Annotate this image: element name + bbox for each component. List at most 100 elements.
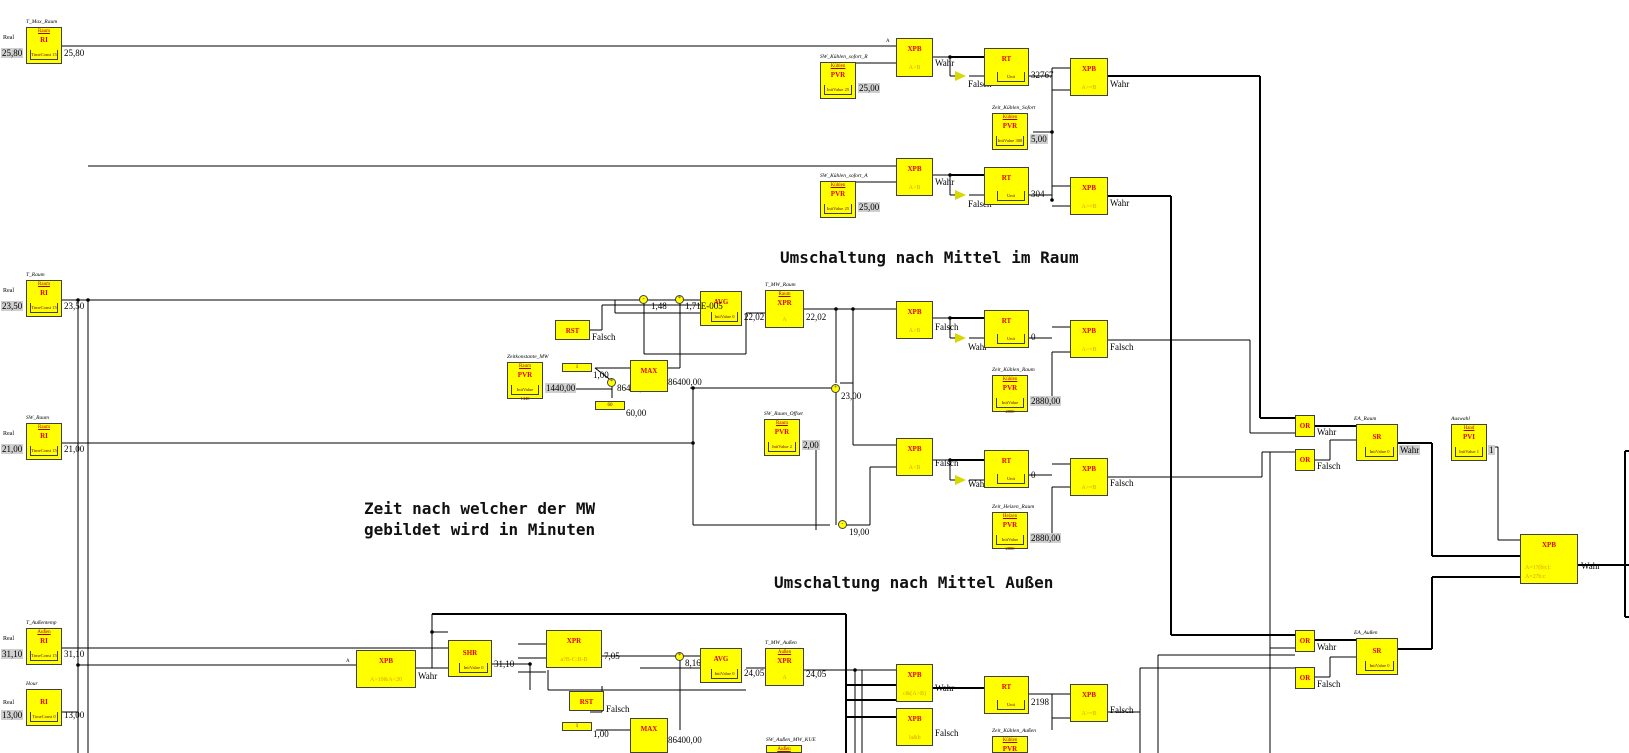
- t-aussentemp-label: T_Außentemp: [26, 620, 57, 626]
- xpr-aussen-out: 7,05: [604, 651, 620, 661]
- sr-raum[interactable]: SR InitValue 0: [1356, 424, 1398, 461]
- const-sixty[interactable]: 60: [595, 401, 625, 410]
- sr-aussen[interactable]: SR InitValue 0: [1356, 638, 1398, 675]
- rst-raum[interactable]: RST: [555, 320, 590, 340]
- xpb-compare-1[interactable]: XPB A>=B: [1070, 58, 1108, 96]
- sw-kuehlen-sofort-r-label: SW_Kühlen_sofort_R: [820, 54, 868, 60]
- ea-raum-label: EA_Raum: [1354, 416, 1377, 422]
- xpb-raum-heizen[interactable]: XPB A<B: [896, 438, 933, 476]
- auswahl-block[interactable]: Hand PVI InitValue 1: [1451, 424, 1487, 461]
- rt-raum-heizen[interactable]: RT Unit: [984, 450, 1029, 488]
- max-raum[interactable]: MAX: [630, 360, 668, 392]
- or-aussen-2[interactable]: OR: [1295, 667, 1315, 689]
- xpb-compare-3[interactable]: XPB A>=B: [1070, 320, 1108, 358]
- zeit-kuehlen-aussen-block[interactable]: Kühlen PVR: [992, 736, 1028, 753]
- zeit-kuehlen-raum-value[interactable]: 2880,00: [1030, 396, 1062, 406]
- avg-block-aussen[interactable]: AVG InitValue 0: [700, 648, 742, 683]
- xpb-aussen-kuehlen[interactable]: XPB c&(A>B): [896, 664, 933, 702]
- sw-aussen-mw-kue-block[interactable]: Außen: [766, 745, 802, 753]
- not-out: Falsch: [968, 79, 992, 89]
- sw-kuehlen-sofort-r-block[interactable]: Kühlen PVR InitValue 25: [820, 62, 856, 99]
- xpb-final-select[interactable]: XPB A=1?(b|c): A=2?b:c: [1520, 534, 1578, 584]
- xpb-kuehlen-sofort-r[interactable]: XPB A>B: [896, 38, 933, 77]
- zeit-heizen-raum-block[interactable]: Heizen PVR InitValue 2880: [992, 512, 1028, 551]
- hour-input[interactable]: 13,00: [1, 710, 24, 720]
- avg-block-raum[interactable]: AVG InitValue 0: [700, 291, 742, 326]
- zeitkonstante-mw-block[interactable]: Raum PVR InitValue 1440: [507, 362, 543, 401]
- sw-kuehlen-sofort-a-block[interactable]: Kühlen PVR InitValue 25: [820, 181, 856, 218]
- const-one-aussen[interactable]: 1: [562, 722, 592, 731]
- sw-kuehlen-sofort-a-label: SW_Kühlen_sofort_A: [820, 173, 868, 179]
- real-label: Real: [3, 636, 14, 642]
- shr-aussen[interactable]: SHR InitValue 0: [448, 640, 492, 677]
- xpb-raum-heizen-out: Falsch: [935, 458, 959, 468]
- sum-node: -: [639, 295, 648, 304]
- auswahl-value[interactable]: 1: [1488, 445, 1495, 455]
- not-gate: [955, 71, 966, 81]
- rt-kuehlen-sofort-a[interactable]: RT Unit: [984, 167, 1029, 205]
- zeit-kuehlen-sofort-block[interactable]: Kühlen PVR InitValue 300: [992, 113, 1028, 150]
- xpr-aussen-formula[interactable]: XPR a?B-C:B-B: [546, 630, 602, 668]
- t-mw-aussen-block[interactable]: Außen XPR A: [765, 648, 804, 686]
- const-one-value: 1,00: [593, 370, 609, 380]
- not-out: Wahr: [968, 342, 988, 352]
- xpb-hour-window[interactable]: XPB A>10&A<20: [356, 650, 416, 688]
- t-raum-block[interactable]: Raum RI TimeConst 15: [26, 280, 62, 317]
- xpb-aussen-not[interactable]: XPB !a&b: [896, 708, 933, 746]
- auswahl-label: Auswahl: [1451, 416, 1470, 422]
- max-raum-out: 86400,00: [668, 377, 702, 387]
- rt-value: 32767: [1031, 70, 1054, 80]
- xpb-compare-2[interactable]: XPB A>=B: [1070, 177, 1108, 215]
- xpb-compare-2-out: Wahr: [1110, 198, 1130, 208]
- xpb-aussen-not-out: Falsch: [935, 728, 959, 738]
- xpb-raum-kuehlen[interactable]: XPB A>B: [896, 301, 933, 339]
- rst-aussen[interactable]: RST: [569, 691, 604, 711]
- xpb-compare-4[interactable]: XPB A>=B: [1070, 458, 1108, 496]
- sw-kuehlen-sofort-a-value[interactable]: 25,00: [858, 202, 881, 212]
- rt-kuehlen-sofort-r[interactable]: RT Unit: [984, 48, 1029, 86]
- const-one-aussen-value: 1,00: [593, 729, 609, 739]
- sw-raum-offset-value[interactable]: 2,00: [802, 440, 820, 450]
- avg-raum-value: 1,71E-005: [685, 301, 723, 311]
- zeit-heizen-raum-value[interactable]: 2880,00: [1030, 533, 1062, 543]
- or-aussen-1[interactable]: OR: [1295, 630, 1315, 652]
- sw-raum-offset-block[interactable]: Raum PVR InitValue 2: [764, 419, 800, 456]
- zeit-kuehlen-sofort-value[interactable]: 5,00: [1030, 134, 1048, 144]
- t-max-raum-input[interactable]: 25,80: [1, 48, 24, 58]
- hour-output: 13,00: [64, 710, 85, 720]
- xpb-aussen-kuehlen-out: Wahr: [935, 683, 955, 693]
- max-aussen[interactable]: MAX: [630, 718, 668, 753]
- shr-aussen-out: 31,10: [494, 659, 515, 669]
- sw-raum-output: 21,00: [64, 444, 85, 454]
- sub-19-value: 19,00: [849, 527, 870, 537]
- or-aussen-2-out: Falsch: [1317, 679, 1341, 689]
- hour-block[interactable]: RI TimeConst 0: [26, 689, 62, 726]
- zeit-kuehlen-raum-block[interactable]: Kühlen PVR InitValue 2880: [992, 375, 1028, 414]
- const-one[interactable]: 1: [562, 363, 592, 372]
- t-aussentemp-input[interactable]: 31,10: [1, 649, 24, 659]
- xpb-kuehlen-sofort-a[interactable]: XPB A>B: [896, 158, 933, 196]
- or-raum-1[interactable]: OR: [1295, 415, 1315, 437]
- xpb-compare-5-out: Falsch: [1110, 705, 1134, 715]
- sw-raum-input[interactable]: 21,00: [1, 444, 24, 454]
- t-max-raum-block[interactable]: Raum RI TimeConst 15: [26, 27, 62, 64]
- sw-raum-offset-label: SW_Raum_Offset: [764, 411, 803, 417]
- sum-23-value: 23,00: [841, 391, 862, 401]
- sw-raum-block[interactable]: Raum RI TimeConst 15: [26, 423, 62, 460]
- t-raum-input[interactable]: 23,50: [1, 301, 24, 311]
- sw-kuehlen-sofort-r-value[interactable]: 25,00: [858, 83, 881, 93]
- pin-a: A: [886, 39, 890, 44]
- mul-node-aussen: *: [675, 652, 684, 661]
- xpb-compare-5[interactable]: XPB A>=B: [1070, 684, 1108, 722]
- rt-aussen[interactable]: RT Unit: [984, 676, 1029, 714]
- not-out: Falsch: [968, 199, 992, 209]
- or-raum-2[interactable]: OR: [1295, 449, 1315, 471]
- rt-raum-kuehlen[interactable]: RT Unit: [984, 310, 1029, 348]
- t-aussentemp-block[interactable]: Außen RI TimeConst 15: [26, 628, 62, 665]
- t-mw-aussen-label: T_MW_Außen: [765, 640, 797, 646]
- pin-a: A: [346, 659, 350, 664]
- t-mw-raum-block[interactable]: Raum XPR A: [765, 290, 804, 328]
- zeitkonstante-mw-value[interactable]: 1440,00: [545, 383, 577, 393]
- or-raum-1-out: Wahr: [1317, 427, 1337, 437]
